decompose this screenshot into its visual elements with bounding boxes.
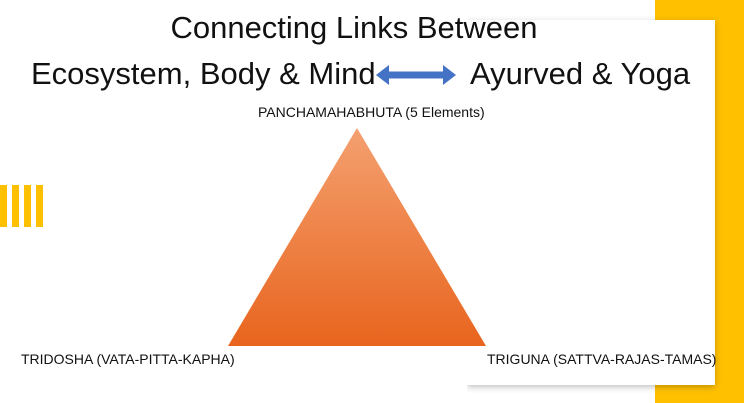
right-phrase: Ayurved & Yoga	[470, 56, 691, 91]
slide-title: Connecting Links Between	[170, 10, 538, 45]
left-phrase: Ecosystem, Body & Mind	[31, 56, 376, 91]
yellow-bar	[36, 185, 43, 227]
double-arrow-icon	[376, 65, 456, 85]
triangle-bottom-right-label: TRIGUNA (SATTVA-RAJAS-TAMAS)	[487, 351, 717, 367]
triangle-top-label: PANCHAMAHABHUTA (5 Elements)	[258, 104, 485, 120]
triangle-shape	[228, 128, 486, 346]
yellow-bar	[24, 185, 31, 227]
yellow-bar	[0, 185, 7, 227]
yellow-bar	[12, 185, 19, 227]
white-card-panel	[467, 20, 715, 385]
triangle-bottom-left-label: TRIDOSHA (VATA-PITTA-KAPHA)	[21, 351, 235, 367]
